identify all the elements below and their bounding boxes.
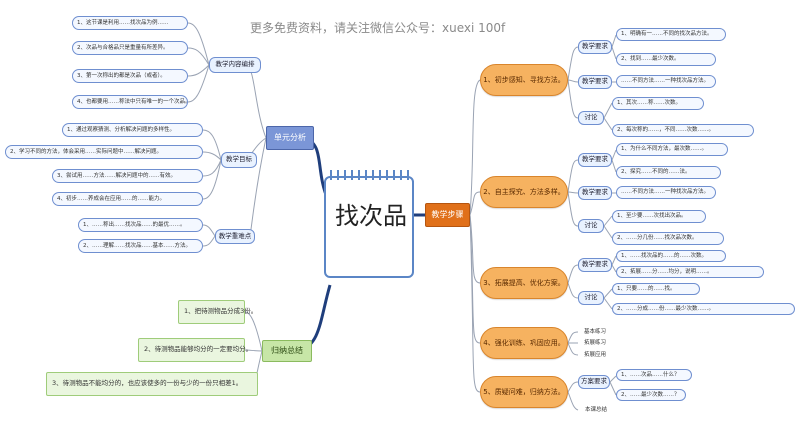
step-2-sub-1[interactable]: 教学要求: [578, 153, 612, 167]
step-3-sub-1-item-2: 2、拓展……分……均分，说明……。: [616, 266, 764, 278]
leaf-summary-1: 1、把待测物品分成3份。: [178, 300, 257, 324]
step-1-sub-3-item-2: 2、每次称的……，不同……次数……。: [612, 124, 754, 137]
step-3-sub-1[interactable]: 教学要求: [578, 258, 612, 272]
step-3-sub-1-item-1: 1、……找次品的……的……次数。: [616, 250, 726, 262]
leaf-summary-2: 2、待测物品能够均分的一定要均分。: [138, 338, 252, 362]
step-5[interactable]: 5、质疑问难，归纳方法。: [480, 376, 568, 408]
leaf-keypoint-2: 2、……理解……找次品……基本……方法。: [78, 239, 203, 253]
watermark-text: 更多免费资料，请关注微信公众号：xuexi 100f: [250, 21, 506, 35]
step-3-sub-2-item-1: 1、只要……的……找。: [612, 283, 700, 295]
step-4-item-2: 拓展练习: [583, 339, 606, 346]
step-5-sub-1-item-2: 2、……最少次数……？: [616, 389, 686, 401]
step-5-sub-1[interactable]: 方案要求: [578, 375, 610, 389]
step-2-sub-3-item-2: 2、……分几份……找次品次数。: [612, 232, 724, 245]
leaf-goal-1: 1、通过观察猜测、分析解决问题的多样性。: [62, 123, 203, 137]
step-4[interactable]: 4、强化训练、巩固应用。: [480, 327, 568, 359]
step-1-sub-1[interactable]: 教学要求: [578, 40, 612, 54]
step-2-sub-3[interactable]: 讨论: [578, 219, 604, 233]
node-key-points[interactable]: 教学重难点: [215, 229, 255, 244]
leaf-goal-3: 3、尝试用……方法……解决问题中的……有效。: [52, 169, 203, 183]
step-3-sub-2[interactable]: 讨论: [578, 291, 604, 305]
step-1-sub-1-item-1: 1、明确有一……不同的找次品方法。: [616, 28, 726, 41]
step-2-sub-2[interactable]: 教学要求: [578, 186, 612, 200]
leaf-goal-2: 2、学习不同的方法，体会采用……实际问题中……解决问题。: [5, 145, 203, 159]
step-5-sub-2[interactable]: 本课总结: [584, 406, 607, 413]
leaf-content-3: 3、第一次称出的都是次品（或者）。: [72, 69, 188, 83]
center-title: 找次品: [335, 202, 407, 230]
step-3[interactable]: 3、拓展提高、优化方案。: [480, 267, 568, 299]
leaf-content-4: 4、也都要用……称法中只有唯一的一个次品。: [72, 95, 191, 109]
branch-unit-analysis[interactable]: 单元分析: [266, 126, 314, 150]
step-3-sub-2-item-2: 2、……分成……份……最少次数……。: [612, 303, 795, 315]
step-2-sub-2-item-1: ……不同方法……一种找次品方法。: [616, 186, 716, 199]
step-2-sub-3-item-1: 1、至少要……次找出次品。: [612, 210, 706, 223]
step-4-item-1: 基本练习: [583, 328, 606, 335]
node-teaching-content[interactable]: 教学内容编排: [209, 57, 261, 73]
step-1-sub-2[interactable]: 教学要求: [578, 75, 612, 89]
step-2[interactable]: 2、自主探究、方法多样。: [480, 176, 568, 208]
step-1-sub-2-item-1: ……不同方法……一种找次品方法。: [616, 75, 716, 88]
leaf-summary-3: 3、待测物品不能均分的，也应该使多的一份与少的一份只相差1。: [46, 372, 258, 396]
spiral-notebook-icon: [330, 170, 410, 180]
step-5-sub-1-item-1: 1、……次品……什么？: [616, 369, 692, 381]
leaf-keypoint-1: 1、……称出……找次品……的最优……。: [78, 218, 203, 232]
leaf-goal-4: 4、初步……养成会在应用……的……能力。: [52, 192, 203, 206]
branch-teaching-steps[interactable]: 教学步骤: [425, 203, 470, 227]
node-teaching-goals[interactable]: 教学目标: [221, 152, 257, 168]
step-1-sub-3-item-1: 1、其次……称……次数。: [612, 97, 704, 110]
step-1-sub-1-item-2: 2、找到……最少次数。: [616, 53, 716, 66]
step-4-item-3: 拓展应用: [583, 351, 606, 358]
step-2-sub-1-item-1: 1、为什么不同方法，最次数……。: [616, 143, 728, 156]
leaf-content-1: 1、这节课是利用……找次品为例……: [72, 16, 188, 30]
leaf-content-2: 2、次品与合格品只是重量有所差异。: [72, 41, 188, 55]
step-1[interactable]: 1、初步感知、寻找方法。: [480, 64, 568, 96]
step-1-sub-3[interactable]: 讨论: [578, 111, 604, 125]
branch-summary[interactable]: 归纳总结: [262, 340, 312, 362]
step-2-sub-1-item-2: 2、探究……不同的……法。: [616, 166, 721, 179]
